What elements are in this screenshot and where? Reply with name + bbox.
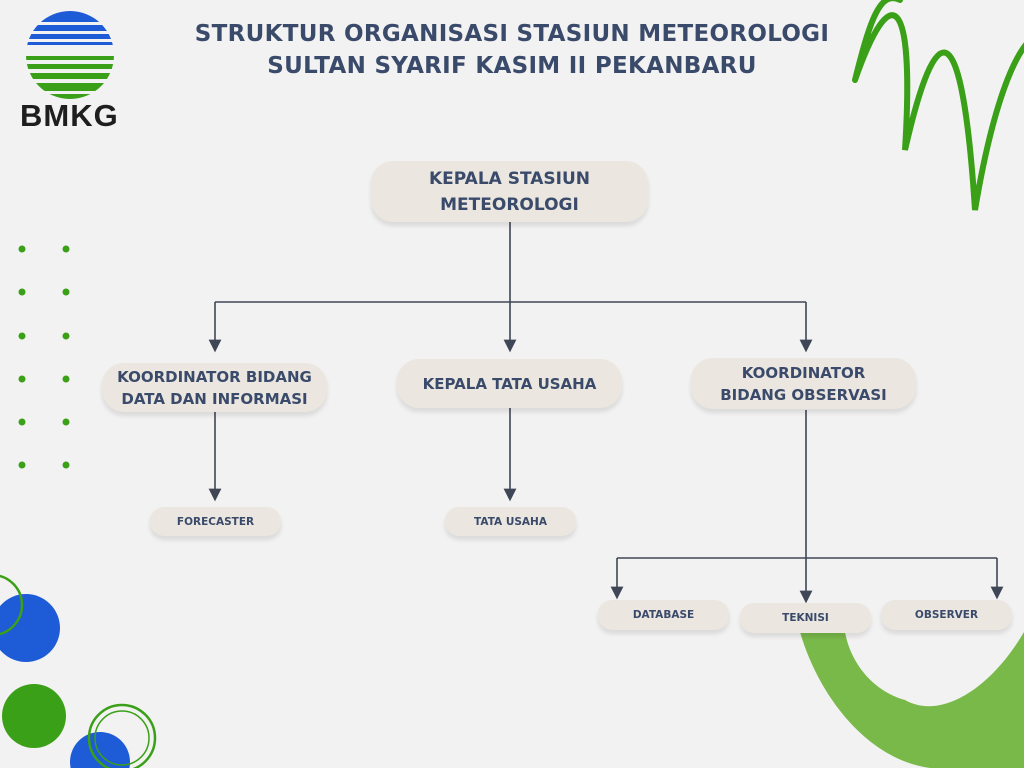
green-ring-decoration-3 [94,710,150,766]
node-technician: TEKNISI [740,603,871,633]
node-database-label: DATABASE [632,609,695,621]
node-forecaster-label: FORECASTER [176,515,255,528]
node-head-of-station: KEPALA STASIUN METEOROLOGI [371,161,648,222]
green-ring-decoration [0,574,24,636]
title-line-2: SULTAN SYARIF KASIM II PEKANBARU [267,53,757,79]
node-observation-coordinator-label: KOORDINATOR BIDANG OBSERVASI [720,363,887,404]
logo-text: BMKG [20,98,119,133]
page-title: STRUKTUR ORGANISASI STASIUN METEOROLOGI … [0,18,1024,82]
blue-circle-decoration-2 [70,732,130,768]
node-forecaster: FORECASTER [150,507,281,536]
node-head-of-station-label: KEPALA STASIUN METEOROLOGI [428,168,591,215]
node-observation-coordinator: KOORDINATOR BIDANG OBSERVASI [691,358,916,409]
bmkg-logo-icon [26,11,114,99]
green-swoosh-decoration [800,632,1024,768]
node-admin-label: TATA USAHA [474,515,547,528]
dot-grid-decoration [18,245,70,469]
node-admin-head: KEPALA TATA USAHA [397,359,622,408]
node-admin: TATA USAHA [445,507,576,536]
node-database: DATABASE [598,600,729,630]
node-admin-head-label: KEPALA TATA USAHA [422,374,597,393]
node-technician-label: TEKNISI [782,612,829,624]
title-line-1: STRUKTUR ORGANISASI STASIUN METEOROLOGI [194,21,830,47]
blue-circle-decoration [0,594,60,662]
bmkg-logo [18,10,128,135]
node-data-info-coordinator-label: KOORDINATOR BIDANG DATA DAN INFORMASI [117,367,312,408]
node-observer: OBSERVER [881,600,1012,630]
node-data-info-coordinator: KOORDINATOR BIDANG DATA DAN INFORMASI [102,363,327,412]
node-observer-label: OBSERVER [914,609,979,621]
green-circle-decoration [2,684,66,748]
green-ring-decoration-2 [87,703,157,768]
green-zigzag-decoration [852,0,1024,211]
